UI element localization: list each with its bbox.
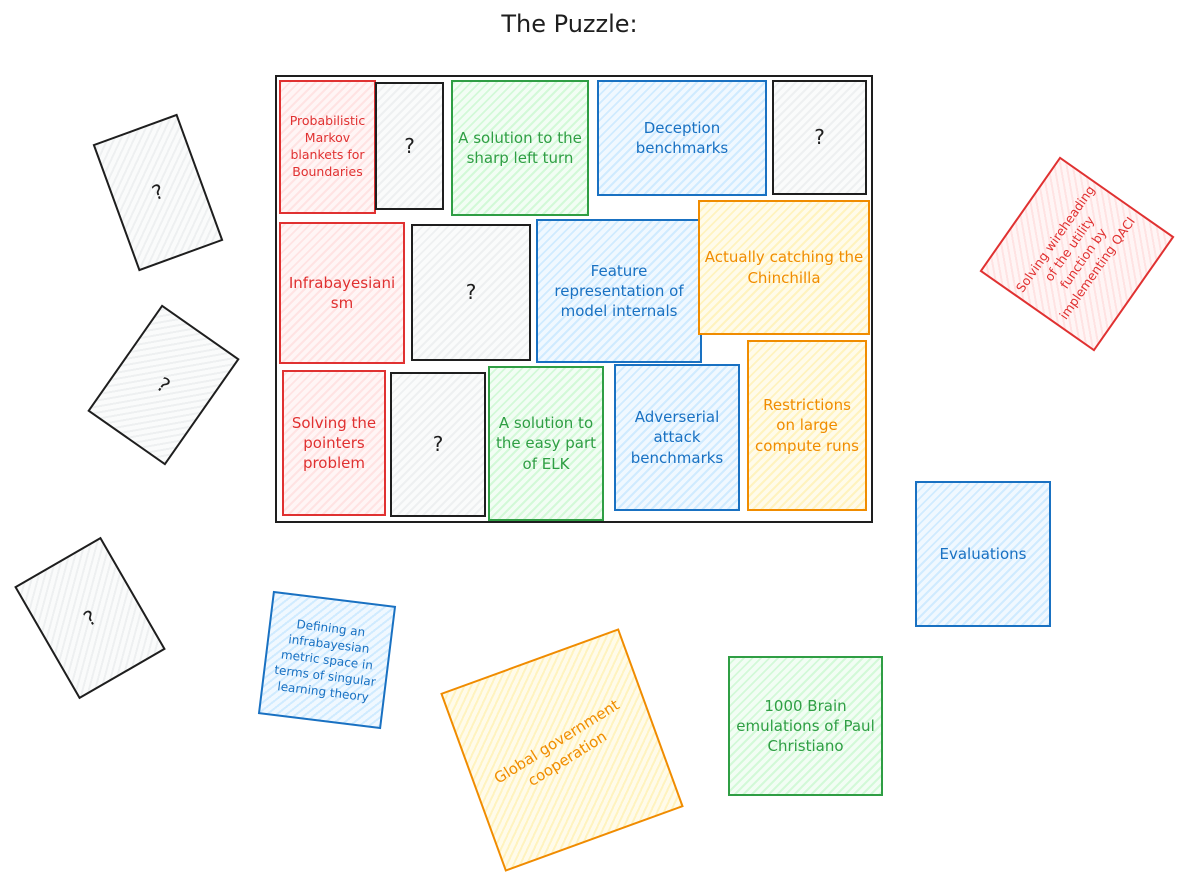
- card-label: ?: [465, 280, 477, 304]
- card-catching-chinchilla[interactable]: Actually catching the Chinchilla: [698, 200, 870, 335]
- card-label: ?: [79, 604, 101, 631]
- card-pointers-problem[interactable]: Solving the pointers problem: [282, 370, 386, 516]
- card-label: ?: [814, 125, 825, 149]
- card-label: Adverserial attack benchmarks: [630, 408, 724, 467]
- card-unknown[interactable]: ?: [411, 224, 531, 361]
- loose-card-infrabayesian-metric[interactable]: Defining an infrabayesian metric space i…: [257, 590, 397, 730]
- loose-card-brain-emulations[interactable]: 1000 Brain emulations of Paul Christiano: [728, 656, 883, 796]
- card-unknown[interactable]: ?: [390, 372, 486, 517]
- loose-card-evaluations[interactable]: Evaluations: [915, 481, 1051, 627]
- card-infrabayesianism[interactable]: Infrabayesianism: [279, 222, 405, 364]
- card-adversarial-benchmarks[interactable]: Adverserial attack benchmarks: [614, 364, 740, 511]
- card-label: Deception benchmarks: [635, 118, 729, 157]
- card-feature-representation[interactable]: Feature representation of model internal…: [536, 219, 702, 363]
- card-unknown[interactable]: ?: [772, 80, 867, 195]
- card-compute-restrictions[interactable]: Restrictions on large compute runs: [747, 340, 867, 511]
- loose-card-wireheading[interactable]: Solving wireheading of the utility funct…: [979, 156, 1175, 352]
- loose-card-unknown[interactable]: ?: [92, 113, 224, 272]
- card-label: Solving the pointers problem: [291, 413, 377, 473]
- card-label: ?: [404, 133, 415, 158]
- card-label: Actually catching the Chinchilla: [704, 248, 864, 287]
- card-sharp-left-turn[interactable]: A solution to the sharp left turn: [451, 80, 589, 216]
- card-label: A solution to the easy part of ELK: [495, 414, 597, 473]
- loose-card-global-cooperation[interactable]: Global government cooperation: [440, 628, 684, 872]
- card-label: ?: [148, 178, 167, 206]
- loose-card-unknown[interactable]: ?: [87, 304, 240, 466]
- diagram-title: The Puzzle:: [501, 10, 638, 38]
- card-label: Solving wireheading of the utility funct…: [1013, 182, 1138, 322]
- card-label: Evaluations: [939, 544, 1027, 563]
- card-deception-benchmarks[interactable]: Deception benchmarks: [597, 80, 767, 196]
- card-markov-blankets[interactable]: Probabilistic Markov blankets for Bounda…: [279, 80, 376, 214]
- card-label: ?: [152, 371, 176, 398]
- card-unknown[interactable]: ?: [375, 82, 444, 210]
- card-elk[interactable]: A solution to the easy part of ELK: [488, 366, 604, 521]
- card-label: Probabilistic Markov blankets for Bounda…: [289, 113, 366, 179]
- card-label: Global government cooperation: [490, 695, 623, 790]
- loose-card-unknown[interactable]: ?: [14, 536, 166, 700]
- card-label: Feature representation of model internal…: [554, 261, 684, 321]
- card-label: Restrictions on large compute runs: [755, 396, 859, 455]
- card-label: Defining an infrabayesian metric space i…: [273, 616, 377, 705]
- card-label: Infrabayesianism: [288, 273, 396, 312]
- card-label: ?: [432, 432, 444, 456]
- puzzle-board: [275, 75, 873, 523]
- card-label: A solution to the sharp left turn: [458, 128, 582, 167]
- card-label: 1000 Brain emulations of Paul Christiano: [736, 696, 875, 756]
